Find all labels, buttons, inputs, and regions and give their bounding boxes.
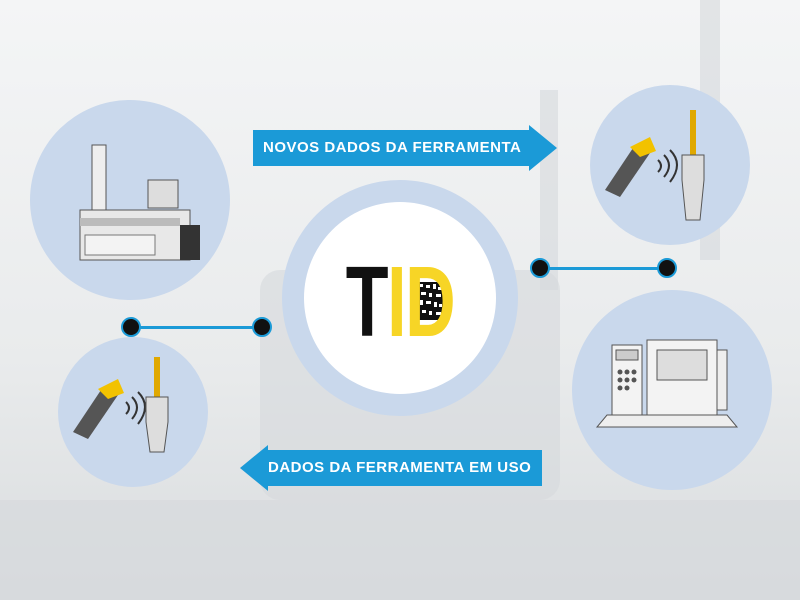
scanner-circle-left bbox=[58, 337, 208, 487]
connector-dot bbox=[657, 258, 677, 278]
cnc-machine-icon bbox=[595, 339, 739, 428]
logo-background: TID bbox=[304, 202, 496, 394]
new-tool-data-arrow: NOVOS DADOS DA FERRAMENTA bbox=[253, 125, 558, 171]
connector-line-left bbox=[130, 326, 262, 329]
connector-line-right bbox=[540, 267, 668, 270]
tool-in-use-data-arrow: DADOS DA FERRAMENTA EM USO bbox=[240, 445, 552, 491]
connector-dot bbox=[252, 317, 272, 337]
cnc-circle bbox=[572, 290, 772, 490]
scanner-circle-right bbox=[590, 85, 750, 245]
arrow-label: NOVOS DADOS DA FERRAMENTA bbox=[253, 130, 529, 166]
presetter-machine-icon bbox=[79, 144, 200, 261]
connector-dot bbox=[121, 317, 141, 337]
arrow-left-icon bbox=[240, 445, 268, 491]
background-table bbox=[0, 500, 800, 600]
qr-code-icon bbox=[418, 282, 444, 320]
barcode-scanner-icon bbox=[605, 110, 705, 221]
arrow-right-icon bbox=[529, 125, 557, 171]
arrow-label: DADOS DA FERRAMENTA EM USO bbox=[268, 450, 542, 486]
barcode-scanner-icon bbox=[73, 357, 169, 453]
tid-logo: TID bbox=[345, 246, 456, 358]
connector-dot bbox=[530, 258, 550, 278]
presetter-circle bbox=[30, 100, 230, 300]
center-circle: TID bbox=[282, 180, 518, 416]
